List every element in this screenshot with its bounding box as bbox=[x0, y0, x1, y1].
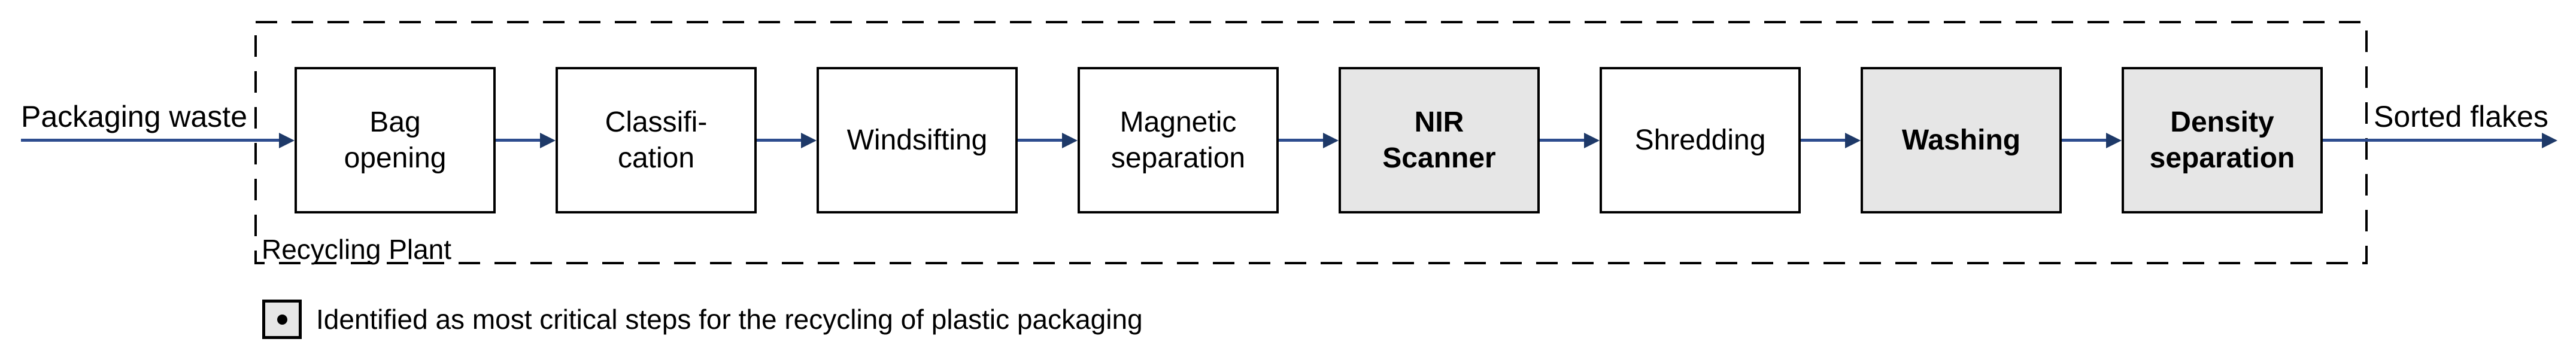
dot-icon bbox=[277, 314, 287, 325]
flow-connector-arrow bbox=[1801, 67, 1861, 213]
process-step-box: Washing bbox=[1861, 67, 2062, 213]
output-flow-arrow bbox=[2323, 67, 2557, 213]
arrow-head-icon bbox=[2106, 132, 2122, 148]
process-step-box: Density separation bbox=[2122, 67, 2323, 213]
arrow-head-icon bbox=[1323, 132, 1339, 148]
flow-connector-arrow bbox=[1018, 67, 1078, 213]
arrow-shaft bbox=[1018, 138, 1064, 142]
arrow-head-icon bbox=[2542, 132, 2557, 148]
legend-critical-marker bbox=[262, 300, 302, 339]
arrow-shaft bbox=[2062, 138, 2108, 142]
arrow-head-icon bbox=[279, 132, 295, 148]
arrow-shaft bbox=[1801, 138, 1847, 142]
process-step-box: Bag opening bbox=[295, 67, 496, 213]
process-step-box: Classifi- cation bbox=[556, 67, 757, 213]
process-step-box: Magnetic separation bbox=[1078, 67, 1279, 213]
process-step-label: Washing bbox=[1901, 124, 2021, 156]
arrow-head-icon bbox=[1845, 132, 1861, 148]
arrow-shaft bbox=[1540, 138, 1586, 142]
arrow-shaft bbox=[757, 138, 803, 142]
process-step-label: NIR Scanner bbox=[1382, 106, 1496, 174]
input-stream-label: Packaging waste bbox=[21, 100, 248, 133]
arrow-head-icon bbox=[1062, 132, 1078, 148]
flow-connector-arrow bbox=[757, 67, 817, 213]
flow-connector-arrow bbox=[2062, 67, 2122, 213]
process-steps-row: Bag opening Classifi- cation Windsifting Ma… bbox=[295, 67, 2323, 213]
process-step-label: Classifi- cation bbox=[605, 106, 708, 174]
arrow-head-icon bbox=[801, 132, 817, 148]
input-flow-arrow bbox=[21, 67, 295, 213]
arrow-shaft bbox=[21, 138, 281, 142]
dashed-boundary-rect bbox=[254, 21, 2368, 264]
arrow-shaft bbox=[496, 138, 542, 142]
process-step-box: NIR Scanner bbox=[1339, 67, 1540, 213]
process-step-label: Magnetic separation bbox=[1110, 106, 1246, 174]
flow-connector-arrow bbox=[1540, 67, 1600, 213]
arrow-head-icon bbox=[540, 132, 556, 148]
process-step-box: Shredding bbox=[1600, 67, 1801, 213]
output-stream-label: Sorted flakes bbox=[2374, 100, 2548, 133]
legend: Identified as most critical steps for th… bbox=[262, 300, 1143, 339]
flow-connector-arrow bbox=[496, 67, 556, 213]
process-step-label: Windsifting bbox=[846, 124, 988, 156]
plant-name-label: Recycling Plant bbox=[262, 234, 452, 265]
recycling-plant-boundary bbox=[254, 21, 2368, 264]
legend-text: Identified as most critical steps for th… bbox=[316, 304, 1143, 335]
process-step-label: Bag opening bbox=[344, 106, 447, 174]
process-step-label: Shredding bbox=[1634, 124, 1766, 156]
flow-connector-arrow bbox=[1279, 67, 1339, 213]
process-step-label: Density separation bbox=[2149, 106, 2295, 174]
arrow-shaft bbox=[2323, 138, 2544, 142]
arrow-shaft bbox=[1279, 138, 1325, 142]
arrow-head-icon bbox=[1584, 132, 1600, 148]
process-step-box: Windsifting bbox=[817, 67, 1018, 213]
